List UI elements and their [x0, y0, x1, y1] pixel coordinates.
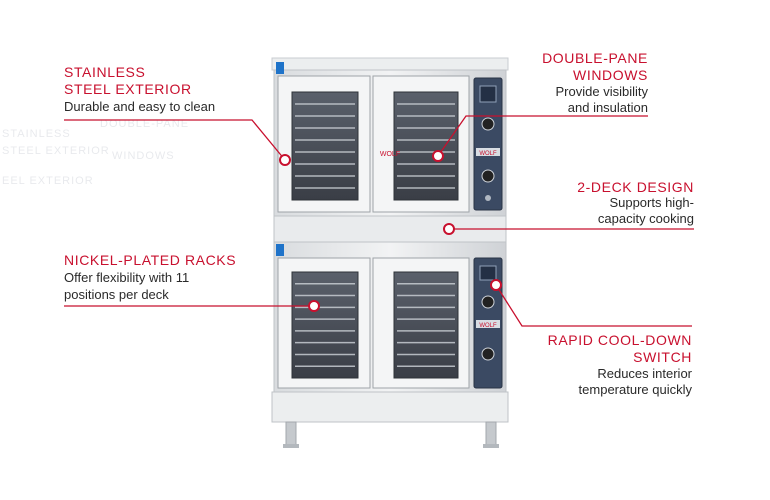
windows-title-1: DOUBLE-PANE	[542, 50, 648, 66]
racks-title: NICKEL-PLATED RACKS	[64, 252, 237, 268]
energy-badge-lower	[276, 244, 284, 256]
lower-right-window	[393, 271, 459, 379]
upper-knob-1	[481, 117, 495, 131]
ghost-text: STEEL EXTERIOR	[2, 145, 110, 157]
ghost-text: EEL EXTERIOR	[2, 175, 94, 187]
racks-desc-1: Offer flexibility with 11	[64, 270, 190, 285]
leader-stainless	[64, 119, 286, 161]
upper-display	[479, 85, 497, 103]
upper-left-window	[291, 91, 359, 201]
leader-cooldown	[495, 284, 692, 327]
marker-windows	[432, 150, 444, 162]
lower-display	[479, 265, 497, 281]
brand-logo-door: WOLF	[380, 151, 400, 158]
marker-deck	[443, 223, 455, 235]
lower-knob-1	[481, 295, 495, 309]
cooldown-desc-2: temperature quickly	[578, 382, 692, 397]
leader-windows	[437, 115, 648, 157]
stainless-title-2: STEEL EXTERIOR	[64, 81, 192, 97]
upper-controls	[476, 85, 500, 201]
windows-title-2: WINDOWS	[573, 67, 648, 83]
oven-top	[271, 57, 509, 71]
stainless-title-1: STAINLESS	[64, 64, 146, 80]
lower-left-window	[291, 271, 359, 379]
marker-racks	[308, 300, 320, 312]
upper-control-panel	[473, 77, 503, 211]
leg-left	[285, 421, 297, 447]
upper-right-window	[393, 91, 459, 201]
cooldown-desc-1: Reduces interior	[597, 366, 692, 381]
lower-logo-plate	[476, 320, 500, 328]
upper-logo-plate	[476, 148, 500, 156]
upper-switch	[485, 195, 491, 201]
lower-controls	[476, 265, 500, 361]
lower-knob-2	[481, 347, 495, 361]
oven-base	[271, 391, 509, 423]
brand-logo-upper: WOLF	[479, 151, 497, 157]
marker-cooldown	[490, 279, 502, 291]
energy-badge-upper	[276, 62, 284, 74]
upper-knob-2	[481, 169, 495, 183]
leg-right	[485, 421, 497, 447]
deck-desc-1: Supports high-	[609, 195, 694, 210]
ghost-text: DOUBLE-PANE	[100, 118, 190, 130]
ghost-text: STAINLESS	[2, 128, 71, 140]
cooldown-title-2: SWITCH	[633, 349, 692, 365]
ghost-text: WINDOWS	[112, 150, 175, 162]
windows-desc-1: Provide visibility	[555, 84, 648, 99]
stainless-desc: Durable and easy to clean	[64, 99, 216, 114]
deck-desc-2: capacity cooking	[597, 211, 694, 226]
racks-desc-2: positions per deck	[64, 287, 169, 302]
brand-logo-lower: WOLF	[479, 323, 497, 329]
cooldown-title-1: RAPID COOL-DOWN	[547, 332, 692, 348]
windows-desc-2: and insulation	[567, 100, 648, 115]
marker-stainless	[279, 154, 291, 166]
deck-title: 2-DECK DESIGN	[577, 179, 694, 195]
leg-left-foot	[283, 444, 299, 448]
leg-right-foot	[483, 444, 499, 448]
oven-racks	[295, 103, 455, 367]
